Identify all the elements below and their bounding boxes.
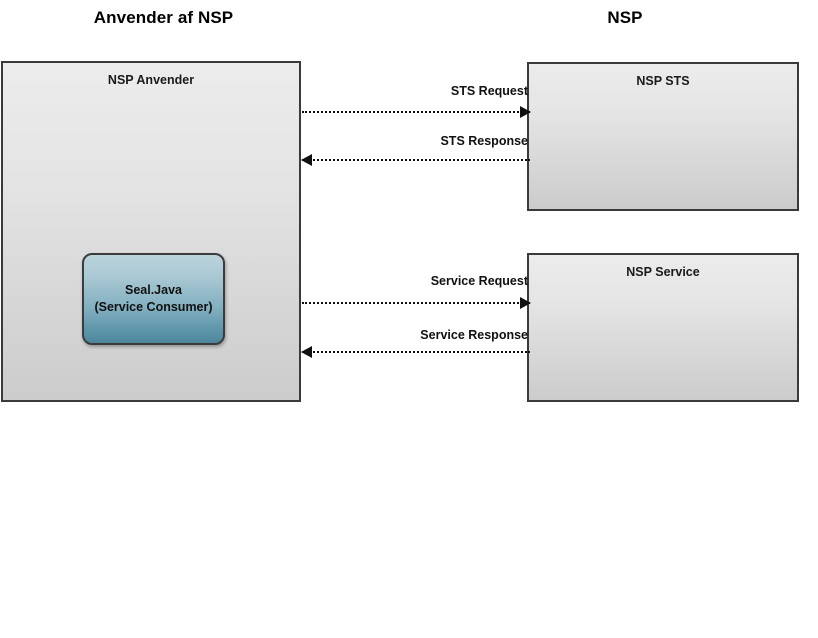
container-label-nsp-anvender: NSP Anvender [107, 73, 195, 87]
message-label-sts-response: STS Response [440, 134, 528, 148]
container-nsp-service[interactable]: NSP Service Seal.Java (Service Provider) [527, 253, 799, 402]
message-label-service-response: Service Response [420, 328, 528, 342]
arrow-line [302, 111, 530, 113]
message-arrow-sts-request [302, 106, 531, 118]
message-label-sts-request: STS Request [450, 84, 528, 98]
arrow-line [302, 302, 530, 304]
message-arrow-service-response [301, 346, 530, 358]
arrow-head-right-icon [520, 297, 531, 309]
component-title-line2: (Service Consumer) [94, 300, 213, 314]
component-seal-java-service-consumer[interactable]: Seal.Java (Service Consumer) [82, 253, 225, 345]
arrow-head-right-icon [520, 106, 531, 118]
arrow-line [302, 351, 530, 353]
arrow-head-left-icon [301, 346, 312, 358]
message-label-service-request: Service Request [430, 274, 528, 288]
message-arrow-service-request [302, 297, 531, 309]
arrow-line [302, 159, 530, 161]
column-title-nsp: NSP [607, 8, 643, 27]
component-title-line1: Seal.Java [125, 283, 182, 297]
column-title-anvender-af-nsp: Anvender af NSP [93, 8, 234, 27]
container-nsp-anvender[interactable]: NSP Anvender Seal.Java (Service Consumer… [1, 61, 301, 402]
container-nsp-sts[interactable]: NSP STS Seal.Java (STS) [527, 62, 799, 211]
container-label-nsp-sts: NSP STS [636, 74, 690, 88]
arrow-head-left-icon [301, 154, 312, 166]
message-arrow-sts-response [301, 154, 530, 166]
diagram-canvas: Anvender af NSP NSP NSP Anvender Seal.Ja… [1, 8, 799, 402]
container-label-nsp-service: NSP Service [626, 265, 700, 279]
